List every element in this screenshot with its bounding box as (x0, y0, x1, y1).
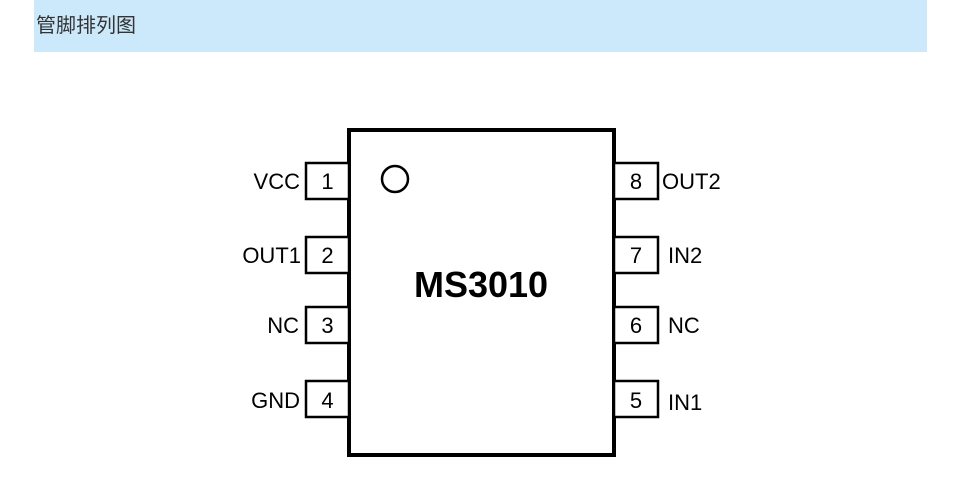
pin-box (304, 379, 351, 419)
pin-4: 4 GND (251, 379, 351, 419)
pin-number: 4 (321, 388, 333, 413)
pin-label: OUT2 (662, 169, 721, 194)
chip-body (347, 128, 616, 457)
pin-2: 2 OUT1 (242, 235, 351, 275)
pin-box (612, 379, 660, 419)
pin-number: 3 (321, 313, 333, 338)
pin-label: OUT1 (242, 243, 301, 268)
pin-1: 1 VCC (254, 161, 351, 201)
pin-box (612, 235, 660, 275)
section-header: 管脚排列图 (34, 0, 927, 52)
pin-number: 7 (630, 243, 642, 268)
pin-label: NC (668, 313, 700, 338)
pin-box (304, 161, 351, 201)
pin-label: IN1 (668, 390, 702, 415)
pin-7: 7 IN2 (612, 235, 702, 275)
pin-box (612, 305, 660, 345)
pin-box (304, 235, 351, 275)
pin-3: 3 NC (267, 305, 351, 345)
pin-5: 5 IN1 (612, 379, 702, 419)
chip-name: MS3010 (414, 264, 548, 305)
pin-label: VCC (254, 169, 301, 194)
pin-label: GND (251, 388, 300, 413)
pin-number: 2 (321, 243, 333, 268)
pin-number: 5 (630, 388, 642, 413)
pin-box (612, 161, 660, 201)
pin-label: NC (267, 313, 299, 338)
pin-number: 1 (321, 169, 333, 194)
pin-6: 6 NC (612, 305, 700, 345)
pin-box (304, 305, 351, 345)
pin1-indicator (380, 164, 410, 194)
section-title: 管脚排列图 (36, 13, 136, 37)
pin-number: 8 (630, 169, 642, 194)
pin-label: IN2 (668, 243, 702, 268)
pin-number: 6 (630, 313, 642, 338)
pin-8: 8 OUT2 (612, 161, 721, 201)
